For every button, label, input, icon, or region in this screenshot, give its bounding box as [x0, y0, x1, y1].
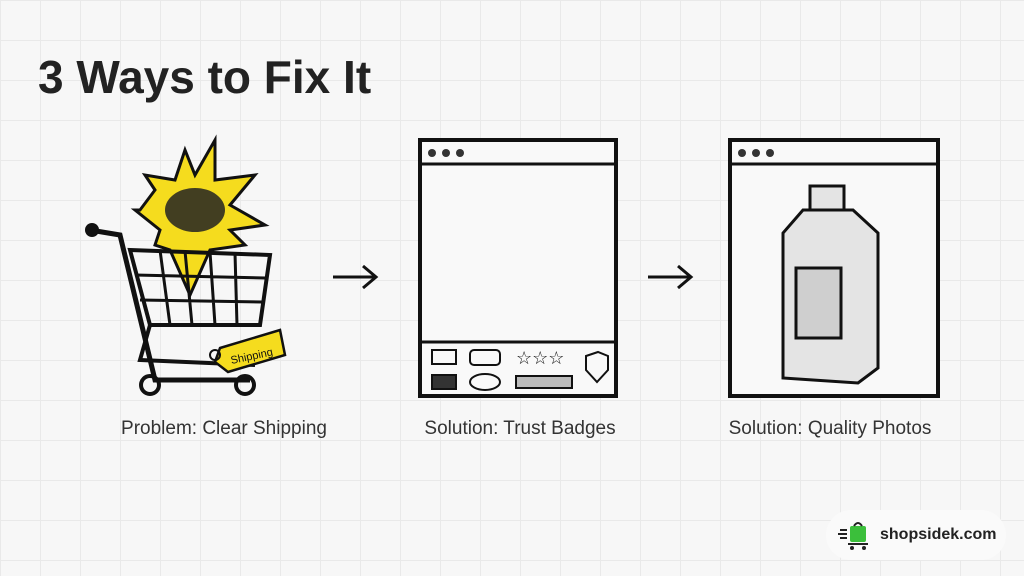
arrow-icon [333, 264, 379, 290]
trust-badges: ☆☆☆ [431, 348, 609, 391]
page-title: 3 Ways to Fix It [38, 51, 372, 103]
step-caption: Solution: Trust Badges [424, 418, 616, 439]
arrow-icon [648, 264, 694, 290]
brand-logo: shopsidek.com [826, 510, 1006, 560]
svg-text:☆☆☆: ☆☆☆ [516, 348, 564, 368]
shopping-cart-illustration: Shipping [85, 134, 287, 396]
browser-window-product-photo [728, 138, 940, 398]
brand-name: shopsidek.com [880, 526, 997, 543]
bottle-icon [781, 184, 880, 385]
shopping-bag-icon [838, 522, 868, 550]
browser-window-trust-badges: ☆☆☆ [418, 138, 618, 398]
step-caption: Problem: Clear Shipping [121, 418, 327, 439]
shipping-tag: Shipping [209, 328, 287, 374]
step-caption: Solution: Quality Photos [728, 418, 932, 439]
